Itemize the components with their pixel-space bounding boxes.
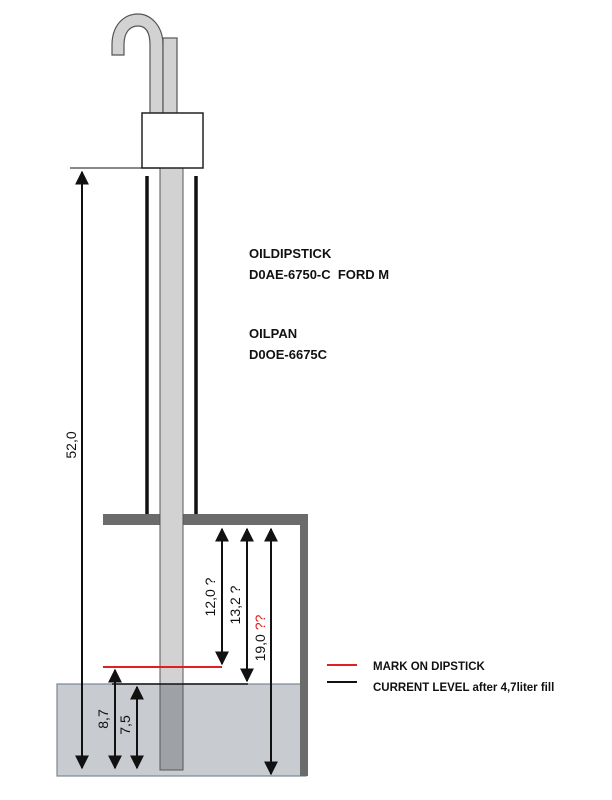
oilpan-part-number: D0OE-6675C xyxy=(249,347,328,362)
pan-to-mark-label: 12,0 ? xyxy=(202,577,218,616)
legend-level-label: CURRENT LEVEL after 4,7liter fill xyxy=(373,682,554,694)
dipstick-tube xyxy=(159,167,184,771)
mark-height-label: 8,7 xyxy=(95,709,111,729)
total-length-label: 52,0 xyxy=(63,431,79,458)
legend-mark-label: MARK ON DIPSTICK xyxy=(373,661,486,673)
dipstick-heading: OILDIPSTICK xyxy=(249,246,332,261)
oilpan-top-wall xyxy=(103,514,308,525)
pan-depth-label: 19,0?? xyxy=(252,614,268,661)
oilpan-right-wall xyxy=(300,514,308,776)
pan-to-level-label: 13,2 ? xyxy=(227,585,243,624)
dipstick-hook xyxy=(111,13,164,116)
dipstick-tip xyxy=(159,683,184,771)
dipstick-hook-ring xyxy=(162,37,178,119)
pan-depth-question: ?? xyxy=(252,614,268,630)
dipstick-part-number: D0AE-6750-C FORD M xyxy=(249,267,389,282)
level-height-label: 7,5 xyxy=(117,715,133,735)
dipstick-cap xyxy=(141,112,204,169)
oilpan-heading: OILPAN xyxy=(249,326,297,341)
